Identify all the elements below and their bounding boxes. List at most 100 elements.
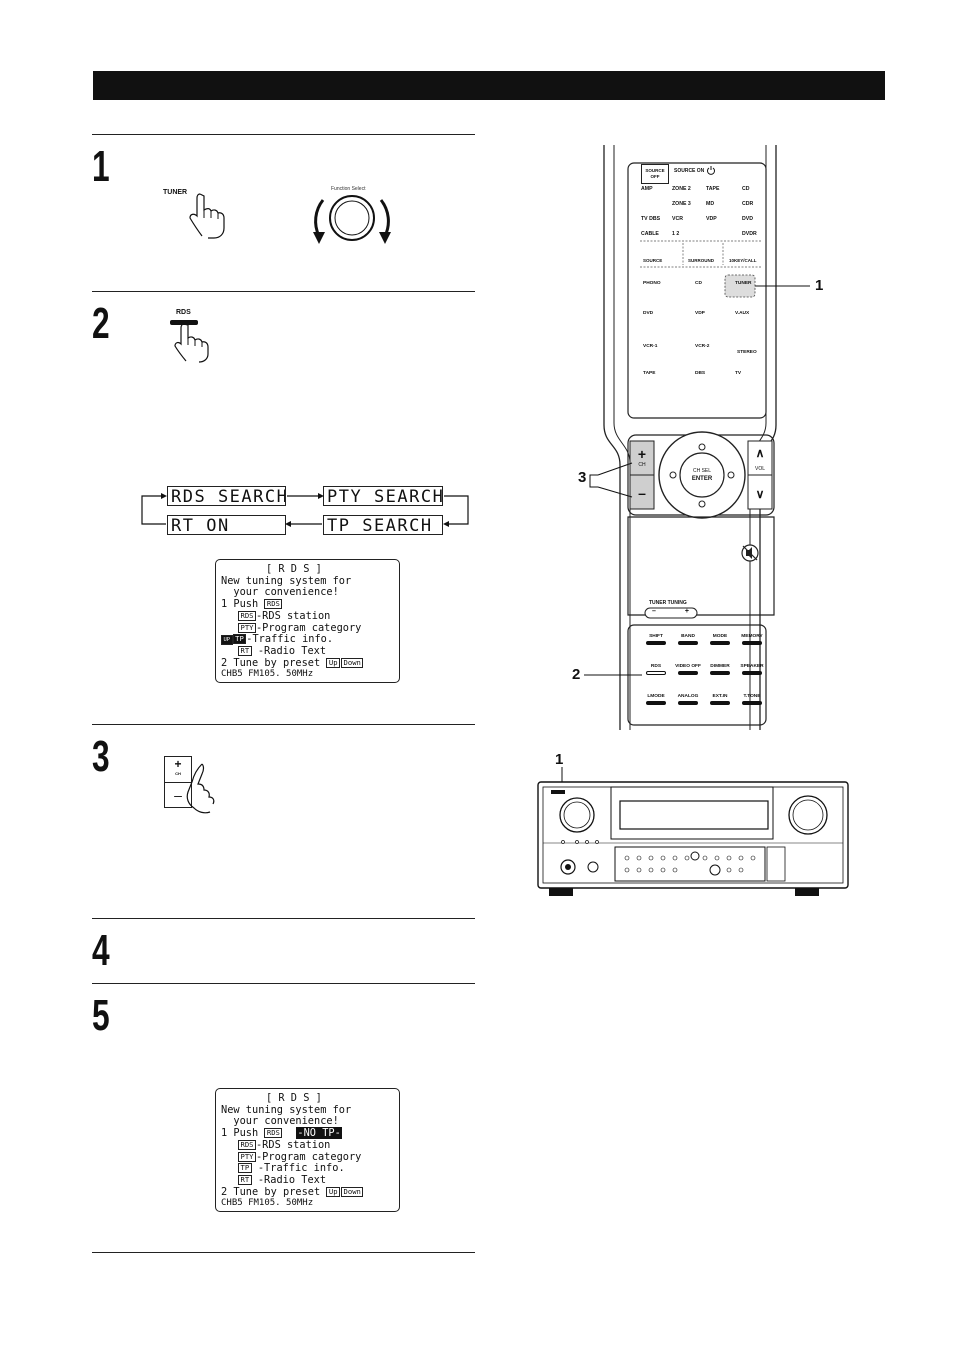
vol-label: VOL <box>754 466 765 472</box>
ch-up-button[interactable]: + <box>637 446 647 462</box>
osd-line: 1 Push <box>221 598 265 611</box>
step-number: 2 <box>92 299 110 348</box>
remote-key[interactable]: CDR <box>742 201 754 207</box>
remote-key[interactable]: CABLE <box>641 231 659 237</box>
hand-press-icon <box>174 323 209 363</box>
osd-key-box: PTY <box>238 1151 256 1162</box>
function-knob-icon <box>313 195 391 244</box>
lcd-rt-on: RT ON <box>167 515 286 535</box>
callout-number: 1 <box>555 751 564 768</box>
lcd-rds-search: RDS SEARCH <box>167 486 286 506</box>
vol-down-button[interactable]: ∨ <box>755 487 765 501</box>
remote-key[interactable]: V.AUX <box>735 311 750 316</box>
remote-key[interactable]: VCR-1 <box>643 344 658 349</box>
osd-line: -Radio Text <box>251 644 327 657</box>
step-number: 1 <box>92 142 110 191</box>
enter-button[interactable]: ENTER <box>691 476 713 482</box>
av-receiver-front <box>537 767 849 896</box>
divider <box>92 724 475 725</box>
remote-key[interactable]: PHONO <box>643 281 661 286</box>
tuning-down[interactable]: – <box>652 608 656 615</box>
remote-key[interactable]: VDP <box>706 216 717 222</box>
osd-line: New tuning system for <box>221 574 352 587</box>
remote-bottom-grid: SHIFT BAND MODE MEMORY RDS VIDEO OFF DIM… <box>640 634 768 724</box>
remote-key[interactable]: MODE <box>712 634 728 639</box>
ch-down-button[interactable]: – <box>638 485 646 501</box>
callout-number: 1 <box>815 277 824 294</box>
remote-key[interactable]: ZONE 2 <box>672 186 691 192</box>
remote-key[interactable]: VDP <box>695 311 705 316</box>
hand-press-icon <box>186 763 215 814</box>
hand-press-icon <box>189 193 225 239</box>
remote-key[interactable]: MEMORY <box>741 634 763 639</box>
osd-screen-rds: [ R D S ]New tuning system for your conv… <box>215 559 400 683</box>
remote-key[interactable]: DIMMER <box>710 664 730 669</box>
remote-key[interactable]: TV DBS <box>641 216 661 222</box>
osd-key-box: Up <box>326 657 341 668</box>
osd-line: -Program category <box>255 1150 362 1163</box>
osd-key-box: TP <box>232 634 247 645</box>
divider <box>92 1252 475 1253</box>
remote-key[interactable]: DVDR <box>742 231 757 237</box>
remote-key[interactable]: VCR-2 <box>695 344 710 349</box>
tuner-button-label: TUNER <box>163 189 188 196</box>
remote-key[interactable]: BAND <box>681 634 695 639</box>
ch-sel-label: CH SEL <box>692 468 712 474</box>
osd-key-box: RDS <box>238 1139 256 1150</box>
osd-no-tp-badge: -NO TP- <box>296 1127 342 1140</box>
osd-freq: CHB5 FM105. 50MHz <box>221 669 314 680</box>
remote-key[interactable]: DBS <box>695 371 706 376</box>
osd-key-box: RDS <box>238 610 256 621</box>
osd-key-box: RT <box>238 1174 252 1185</box>
ch-minus: – <box>174 787 182 803</box>
lcd-tp-search: TP SEARCH <box>323 515 443 535</box>
remote-key[interactable]: STEREO <box>737 350 757 355</box>
osd-line: 2 Tune by preset <box>221 1185 327 1198</box>
ch-label: CH <box>175 771 181 776</box>
power-icon <box>707 166 715 175</box>
remote-key-rds[interactable]: RDS <box>650 664 662 669</box>
remote-key[interactable]: SHIFT <box>649 634 663 639</box>
remote-key[interactable]: EXT.IN <box>712 694 728 699</box>
remote-key[interactable] <box>641 201 672 216</box>
osd-key-box: Down <box>341 657 364 668</box>
remote-key[interactable] <box>706 231 742 246</box>
osd-key-box: TP <box>238 1163 252 1174</box>
remote-key[interactable]: CD <box>695 281 702 286</box>
remote-key[interactable]: LMODE <box>647 694 665 699</box>
step-number: 5 <box>92 991 110 1040</box>
vol-up-button[interactable]: ∧ <box>755 446 765 460</box>
source-off-tab[interactable]: SOURCE OFF <box>641 164 669 184</box>
tuner-tuning-label: TUNER TUNING <box>649 600 687 606</box>
10key-call-key[interactable]: 10KEY/CALL <box>729 258 757 263</box>
surround-key[interactable]: SURROUND <box>688 258 715 263</box>
remote-key[interactable]: 1 2 <box>672 231 680 237</box>
rds-button-label: RDS <box>176 309 191 316</box>
remote-key[interactable]: T.TONE <box>743 694 761 699</box>
remote-key[interactable]: TAPE <box>706 186 720 192</box>
remote-key[interactable]: VCR <box>672 216 683 222</box>
tuner-tuning-rocker[interactable]: – + <box>648 608 693 615</box>
remote-key[interactable]: CD <box>742 186 750 192</box>
osd-screen-no-tp: [ R D S ]New tuning system for your conv… <box>215 1088 400 1212</box>
tuning-up[interactable]: + <box>684 608 689 615</box>
remote-key-tuner[interactable]: TUNER <box>735 281 752 286</box>
remote-key[interactable]: AMP <box>641 186 653 192</box>
remote-key[interactable]: TAPE <box>643 371 656 376</box>
remote-key[interactable]: SPEAKER <box>740 664 764 669</box>
remote-function-row: SOURCE SURROUND 10KEY/CALL <box>643 258 765 263</box>
remote-key[interactable]: ZONE 3 <box>672 201 691 207</box>
remote-key[interactable]: ANALOG <box>677 694 699 699</box>
osd-line: New tuning system for <box>221 1103 352 1116</box>
source-key[interactable]: SOURCE <box>643 258 663 263</box>
remote-key[interactable]: TV <box>735 371 742 376</box>
remote-key[interactable]: MD <box>706 201 715 207</box>
remote-key[interactable]: DVD <box>643 311 654 316</box>
divider <box>92 291 475 292</box>
osd-title: [ R D S ] <box>266 1092 322 1104</box>
osd-key-box: Down <box>341 1186 364 1197</box>
remote-key[interactable]: VIDEO OFF <box>675 664 701 669</box>
remote-key[interactable]: DVD <box>742 216 753 222</box>
osd-key-box: RDS <box>264 1128 283 1139</box>
osd-key-box: PTY <box>238 622 256 633</box>
